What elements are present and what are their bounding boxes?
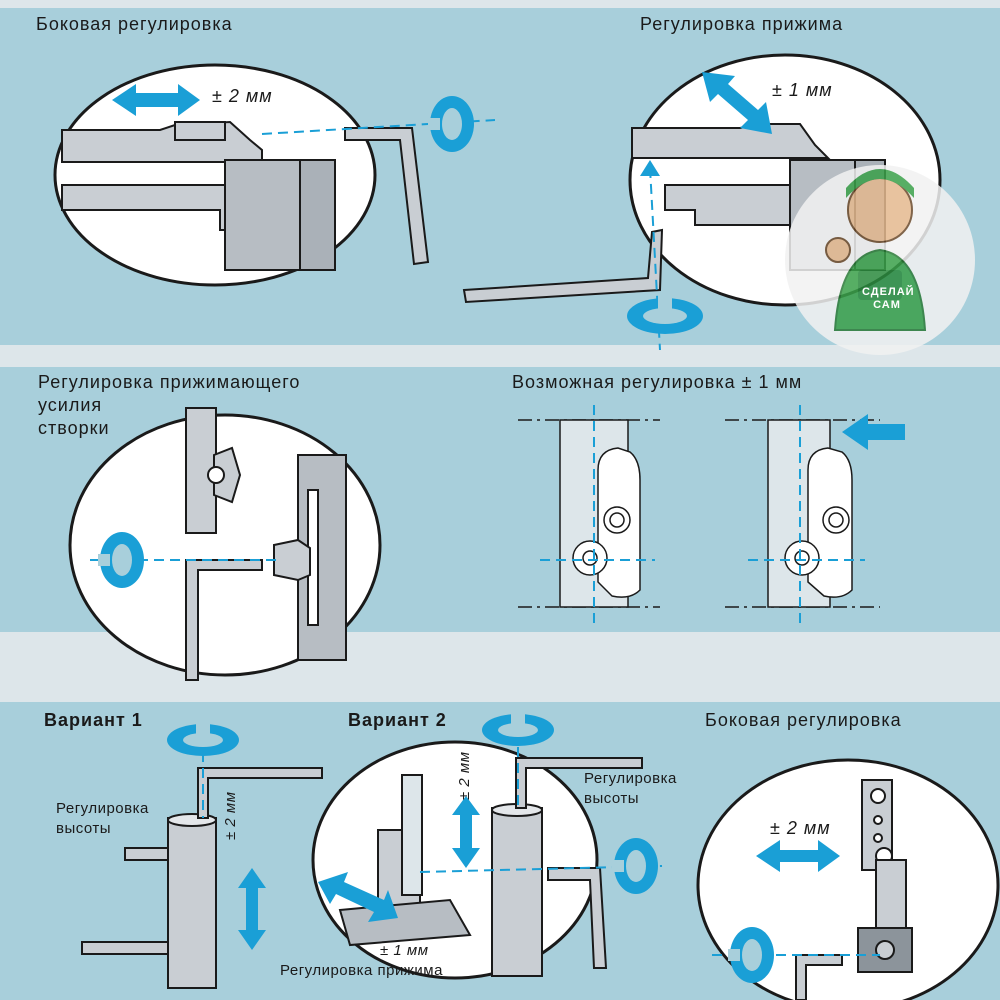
profile-drawing-2 [725,419,880,608]
variant2-height-label-line2: высоты [584,790,640,807]
rotation-icon-left [428,96,474,152]
variant1-title: Вариант 1 [44,710,143,730]
variant2-title: Вариант 2 [348,710,447,730]
hex-key-right [462,228,664,304]
panel1-left-dimension: ± 2 мм [212,86,273,106]
rotation-icon-variant2-top [482,710,554,746]
variant2-height-label-line1: Регулировка [584,770,677,787]
pressure-arrow-panel2 [842,414,905,450]
panel2-left-title-line2: усилия [38,395,103,415]
rotation-icon-variant2-side [612,838,658,894]
variant1-dimension: ± 2 мм [222,791,239,840]
height-arrow-variant1 [238,868,266,950]
hex-key-left [344,127,430,266]
panel3-right-title: Боковая регулировка [705,710,902,730]
variant2-vertical-dimension: ± 2 мм [456,751,473,800]
bottom-hinge-plate [857,779,913,973]
rotation-icon-variant1 [167,720,239,756]
pressure-arrow-variant2 [318,872,398,922]
hex-key-variant1 [197,767,323,819]
panel1-right-title: Регулировка прижима [640,14,844,34]
panel2-left-title-line3: створки [38,418,110,438]
pressure-diagonal-arrow [702,72,772,134]
hex-key-panel2 [185,559,263,681]
bottom-right-dimension: ± 2 мм [770,818,831,838]
sash-bracket [185,407,242,534]
variant2-bottom-dimension: ± 1 мм [380,942,429,959]
rotation-icon-panel2 [98,532,144,588]
panel2-right-title: Возможная регулировка ± 1 мм [512,372,803,392]
watermark-text: СДЕЛАЙ САМ [862,286,915,311]
lateral-adjust-magnifier-bottom [696,758,1000,1000]
lateral-arrow-bottom [756,840,840,872]
height-arrow-variant2 [452,796,480,868]
variant2-pressure-label: Регулировка прижима [280,962,443,979]
lateral-double-arrow [112,84,200,116]
eccentric-pin [273,538,311,582]
top-hinge-plate-left [61,120,336,271]
watermark-logo [785,165,975,355]
panel2-left-title-line1: Регулировка прижимающего [38,372,301,392]
panel1-drawing [53,53,975,355]
rotation-icon-bottom-right [728,927,774,983]
rotation-icon-right [627,296,703,334]
variant1-hinge [81,813,217,989]
hex-key-variant2-top [515,757,643,809]
variant1-height-label-line1: Регулировка [56,800,149,817]
panel1-right-dimension: ± 1 мм [772,80,833,100]
panel1-left-title: Боковая регулировка [36,14,233,34]
variant1-height-label-line2: высоты [56,820,112,837]
